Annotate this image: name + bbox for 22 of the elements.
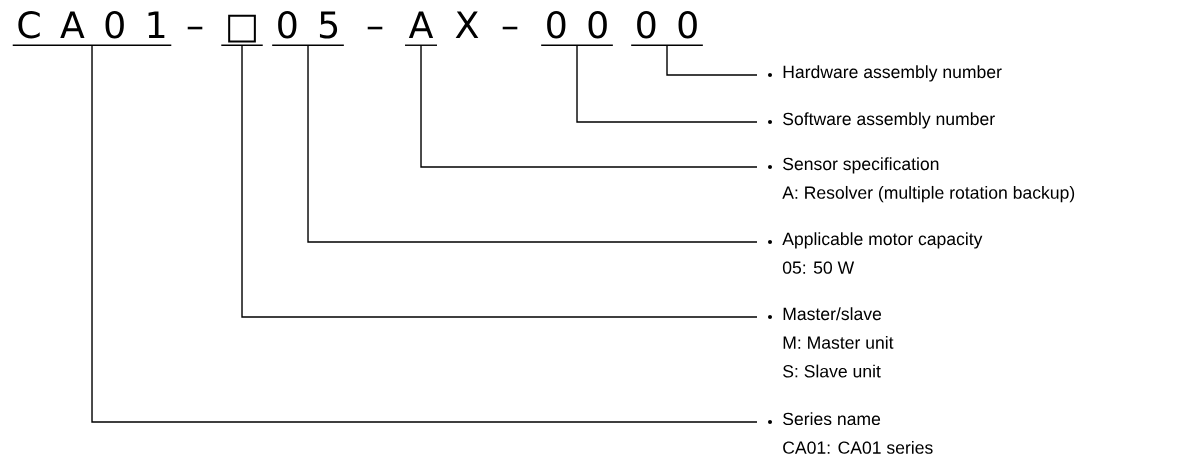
code-separator: X	[455, 11, 479, 38]
code-segment: □	[220, 14, 264, 46]
leader-line	[666, 44, 758, 76]
code-separator: –	[187, 26, 203, 30]
description-text: Software assembly number	[783, 112, 995, 129]
leader-line	[91, 44, 758, 423]
leader-line	[420, 44, 758, 168]
description-text: Applicable motor capacity 05: 50 W	[782, 232, 983, 274]
description-text: Master/slave M: Master unit S: Slave unit	[783, 307, 894, 378]
description-text: Sensor specification A: Resolver (multiple rotation backup)	[782, 157, 1075, 203]
code-separator: –	[367, 26, 383, 30]
code-segment: C A 0 1	[12, 11, 172, 46]
code-separator: –	[502, 26, 518, 30]
leader-line	[241, 44, 758, 318]
code-segment: 0 0	[540, 11, 614, 46]
leader-line	[307, 44, 758, 243]
code-segment: A	[404, 11, 438, 46]
description-text: Hardware assembly number	[783, 65, 1002, 82]
leader-line	[576, 44, 758, 123]
description-text: Series name CA01: CA01 series	[783, 412, 933, 454]
code-segment: 0 0	[630, 11, 704, 46]
code-segment: 0 5	[271, 11, 345, 46]
